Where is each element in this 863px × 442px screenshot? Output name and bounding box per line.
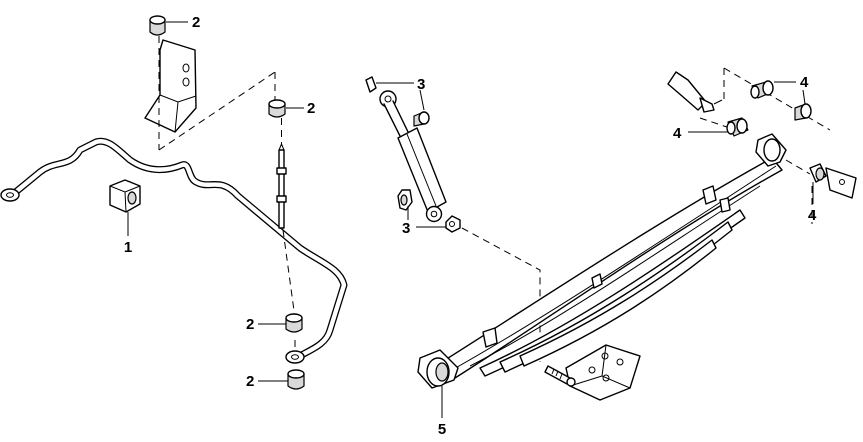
alignment-line [282, 229, 296, 319]
callout-2-top: 2 [192, 14, 200, 31]
link-bushing-top [268, 99, 286, 118]
alignment-line [699, 117, 731, 129]
callout-4-top: 4 [800, 74, 809, 91]
callout-1: 1 [124, 239, 132, 256]
spring-seat-plate [565, 344, 641, 401]
callout-2-bottom: 2 [246, 373, 254, 390]
shackle-bolt [794, 103, 812, 121]
leaf-spring [417, 133, 787, 389]
callout-4-bottom: 4 [808, 207, 817, 224]
shackle-bracket [809, 163, 857, 199]
leader-line [419, 89, 425, 111]
bar-end-eye [285, 350, 305, 364]
callout-2-link: 2 [307, 100, 315, 117]
stabilizer-bushing [109, 179, 141, 213]
callout-2-middle: 2 [246, 316, 254, 333]
callout-3-top: 3 [417, 76, 425, 93]
alignment-line [785, 159, 811, 175]
shock-nut-bottom [445, 215, 461, 233]
alignment-line [461, 227, 541, 362]
mounting-bracket [144, 39, 197, 133]
callout-3-bottom: 3 [402, 220, 410, 237]
link-bushing-bottom [287, 369, 305, 390]
shackle-bushing-upper [750, 80, 774, 99]
leader-line [802, 89, 806, 105]
center-bolt [544, 365, 576, 387]
bracket-bushing [149, 15, 166, 36]
link-bushing-middle [285, 313, 303, 333]
alignment-line [723, 67, 831, 131]
eye-bushing-rear [726, 117, 749, 137]
stabilizer-bar [0, 137, 348, 362]
callout-5: 5 [438, 421, 446, 438]
callout-4-left: 4 [673, 125, 682, 142]
spring-shackle [667, 71, 723, 113]
shock-bolt-top [413, 111, 430, 127]
stabilizer-link-rod [276, 142, 287, 229]
shock-bushing-left [397, 189, 413, 211]
shock-absorber [365, 76, 447, 223]
